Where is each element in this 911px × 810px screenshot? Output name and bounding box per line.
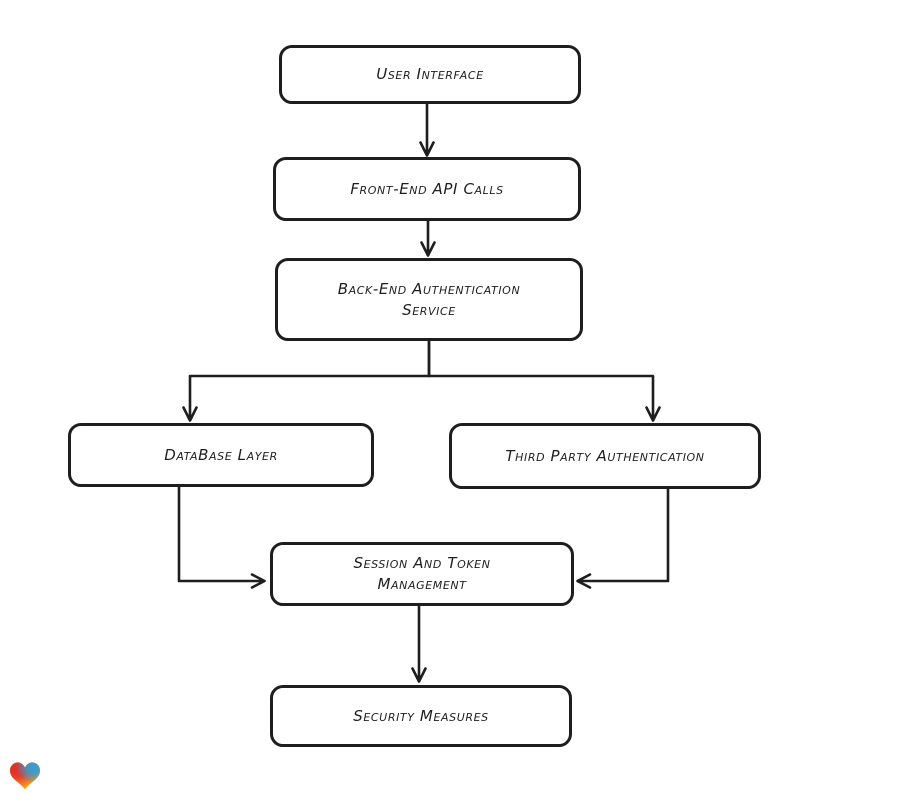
node-database-layer: DataBase Layer bbox=[68, 423, 374, 487]
node-security-measures-label: Security Measures bbox=[353, 706, 489, 725]
node-third-party-authentication-label: Third Party Authentication bbox=[505, 446, 705, 465]
edge-front-end-api-calls-to-back-end-authentication-service bbox=[420, 219, 436, 257]
node-user-interface: User Interface bbox=[279, 45, 581, 104]
edge-session-and-token-management-to-security-measures bbox=[411, 604, 427, 683]
edge-third-party-authentication-to-session-and-token-management bbox=[576, 487, 670, 589]
node-third-party-authentication: Third Party Authentication bbox=[449, 423, 761, 489]
edge-user-interface-to-front-end-api-calls bbox=[419, 102, 435, 157]
node-session-and-token-management-label: Session And Token Management bbox=[353, 554, 491, 593]
node-front-end-api-calls-label: Front-End API Calls bbox=[350, 179, 504, 198]
edge-back-end-authentication-service-to-third-party-authentication bbox=[427, 339, 661, 422]
node-user-interface-label: User Interface bbox=[376, 65, 484, 83]
edge-database-layer-to-session-and-token-management bbox=[177, 485, 266, 589]
heart-shape-blue-tint bbox=[10, 762, 40, 790]
node-session-and-token-management: Session And Token Management bbox=[270, 542, 574, 606]
node-security-measures: Security Measures bbox=[270, 685, 572, 747]
heart-logo bbox=[10, 762, 40, 790]
node-back-end-authentication-service: Back-End Authentication Service bbox=[275, 258, 583, 341]
node-back-end-authentication-service-label: Back-End Authentication Service bbox=[337, 279, 521, 319]
node-front-end-api-calls: Front-End API Calls bbox=[273, 157, 581, 221]
node-database-layer-label: DataBase Layer bbox=[164, 445, 278, 464]
edge-back-end-authentication-service-to-database-layer bbox=[182, 339, 431, 422]
